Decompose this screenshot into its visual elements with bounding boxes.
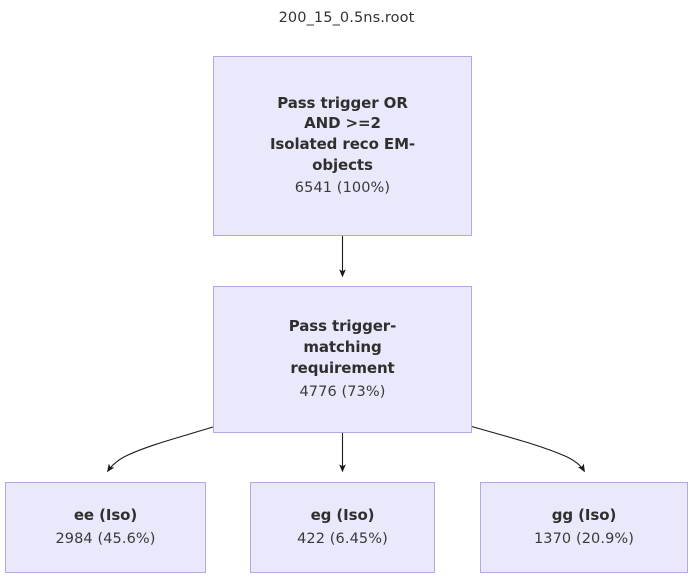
node-count: 6541 (100%) xyxy=(294,180,391,197)
node-count: 4776 (73%) xyxy=(299,383,386,400)
node-label: Pass trigger OR AND >=2 Isolated reco EM… xyxy=(269,93,416,174)
node-label: ee (Iso) xyxy=(73,506,138,525)
node-label: Pass trigger- matching requirement xyxy=(288,317,397,377)
diagram-title: 200_15_0.5ns.root xyxy=(278,10,415,26)
node-gg-iso[interactable]: gg (Iso) 1370 (20.9%) xyxy=(480,482,688,573)
node-count: 1370 (20.9%) xyxy=(533,530,635,547)
node-label: eg (Iso) xyxy=(310,506,375,525)
node-count: 422 (6.45%) xyxy=(297,530,388,547)
node-eg-iso[interactable]: eg (Iso) 422 (6.45%) xyxy=(250,482,435,573)
node-count: 2984 (45.6%) xyxy=(55,530,156,547)
node-pass-trigger-matching[interactable]: Pass trigger- matching requirement 4776 … xyxy=(213,286,472,433)
node-pass-trigger-or[interactable]: Pass trigger OR AND >=2 Isolated reco EM… xyxy=(213,56,472,236)
edge-match-to-ee xyxy=(107,425,217,473)
node-ee-iso[interactable]: ee (Iso) 2984 (45.6%) xyxy=(5,482,206,573)
node-label: gg (Iso) xyxy=(551,506,617,525)
edge-match-to-gg xyxy=(469,425,585,473)
